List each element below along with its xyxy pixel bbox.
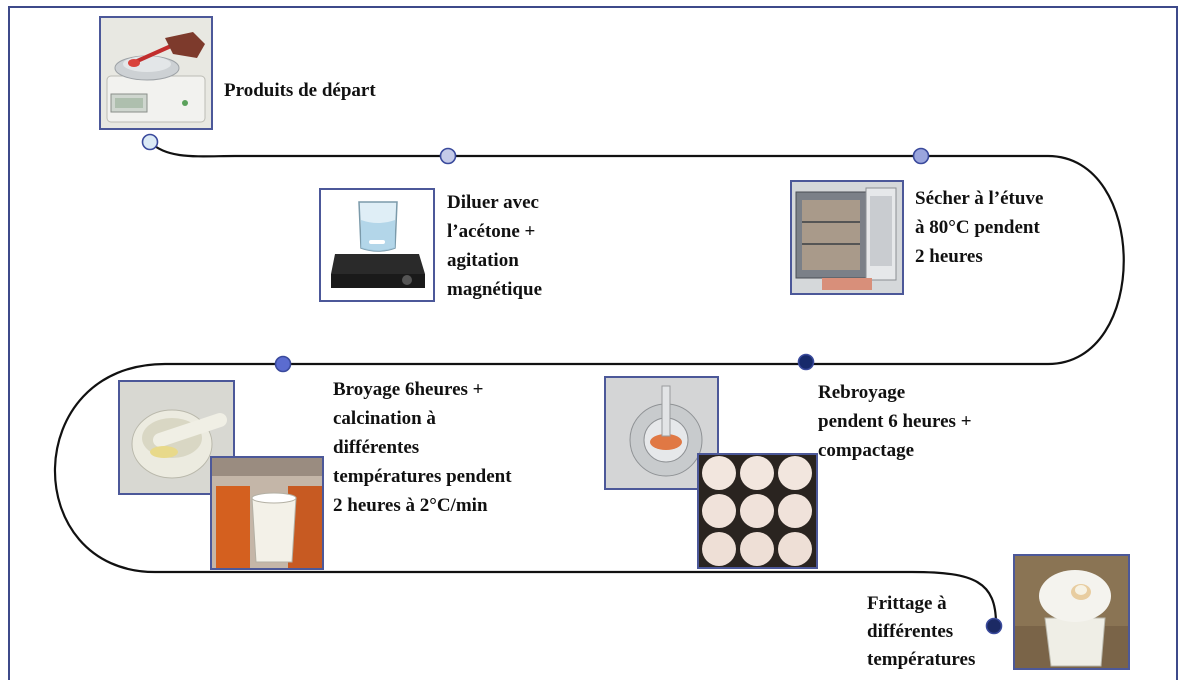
photo-furnace [210, 456, 324, 570]
photo-oven [790, 180, 904, 295]
step-label-secher: Sécher à l’étuve à 80°C pendent 2 heures [915, 188, 1044, 267]
step-label-broyage: Broyage 6heures + calcination à différen… [333, 379, 512, 516]
step-label-produits: Produits de départ [224, 80, 376, 101]
furnace-illustration [212, 458, 322, 568]
photo-magnetic-stirrer [319, 188, 435, 302]
sintered-crucible-illustration [1015, 556, 1128, 668]
step-label-diluer: Diluer avec l’acétone + agitation magnét… [447, 192, 542, 300]
diagram-frame [8, 6, 1178, 680]
process-path-line [53, 141, 1125, 625]
pellets-illustration [699, 455, 816, 567]
photo-sintered-crucible [1013, 554, 1130, 670]
step-marker-broyage [274, 355, 292, 373]
balance-illustration [101, 18, 211, 128]
oven-illustration [792, 182, 902, 293]
step-label-rebroyage: Rebroyage pendent 6 heures + compactage [818, 382, 972, 461]
step-marker-diluer [439, 147, 457, 165]
photo-balance [99, 16, 213, 130]
step-marker-rebroyage [797, 353, 815, 371]
step-marker-frittage [985, 617, 1003, 635]
step-label-frittage: Frittage à différentes températures [867, 593, 976, 670]
magnetic-stirrer-illustration [321, 190, 433, 300]
step-marker-produits [141, 133, 159, 151]
step-marker-secher [912, 147, 930, 165]
photo-pellets [697, 453, 818, 569]
